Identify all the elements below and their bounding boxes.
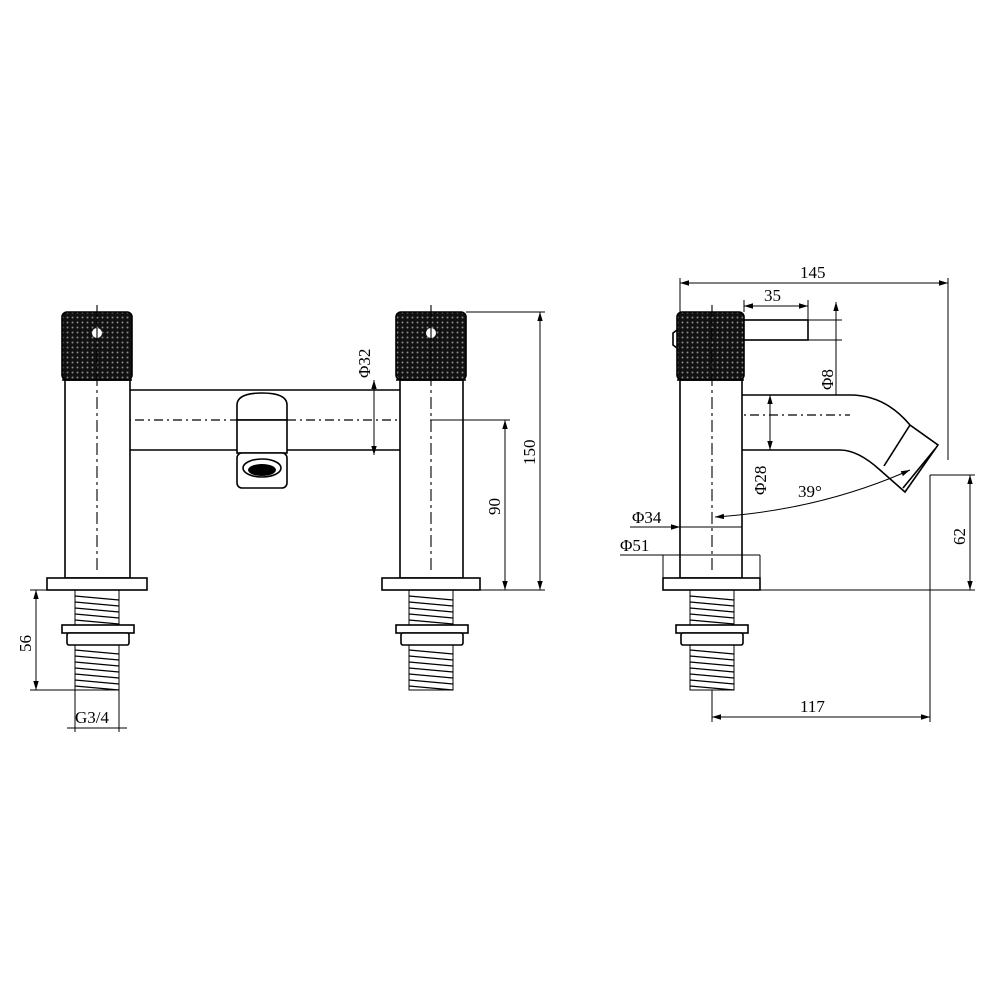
spout-outlet (236, 392, 288, 489)
dim-spout-reach: 117 (711, 475, 931, 722)
dim-spout-diameter: Φ32 (355, 349, 400, 455)
front-view: Φ32 90 150 56 G3/4 (16, 305, 545, 732)
left-thread (61, 589, 135, 691)
dim-outlet-diameter: Φ8 (808, 302, 842, 395)
dim-label-thread-length: 56 (16, 635, 35, 652)
left-column (46, 305, 148, 591)
side-thread (675, 589, 749, 691)
dim-spout-height: 90 (430, 419, 545, 591)
dim-label-base-diameter: Φ51 (620, 536, 649, 555)
side-body (662, 305, 761, 591)
dim-label-body-diameter: Φ34 (632, 508, 662, 527)
dim-spout-bore: Φ28 (751, 395, 773, 495)
dim-overall-depth: 145 (679, 263, 949, 460)
dim-label-outlet-diameter: Φ8 (818, 369, 837, 390)
dim-label-thread-size: G3/4 (75, 708, 110, 727)
dim-outlet-height: 62 (760, 474, 975, 591)
dim-label-spout-bore: Φ28 (751, 466, 770, 495)
side-view: 145 35 Φ8 Φ28 39° Φ3 (620, 263, 975, 722)
dim-label-overall-height: 150 (520, 440, 539, 466)
dim-label-spout-angle: 39° (798, 482, 822, 501)
dim-handle-depth: 35 (743, 286, 809, 340)
dim-label-handle-depth: 35 (764, 286, 781, 305)
dim-thread-size: G3/4 (67, 690, 127, 732)
dim-label-spout-diameter: Φ32 (355, 349, 374, 378)
dim-overall-height: 150 (466, 311, 545, 590)
dim-base-diameter: Φ51 (620, 536, 761, 578)
dim-label-outlet-height: 62 (950, 528, 969, 545)
dim-thread-length: 56 (16, 589, 75, 691)
dim-label-spout-reach: 117 (800, 697, 825, 716)
right-thread (395, 589, 469, 691)
right-column (381, 305, 481, 591)
side-handle-lever (743, 319, 809, 341)
dim-label-spout-height: 90 (485, 498, 504, 515)
dim-body-diameter: Φ34 (630, 508, 742, 528)
dim-label-overall-depth: 145 (800, 263, 826, 282)
side-spout (742, 394, 940, 494)
dim-spout-angle: 39° (714, 469, 911, 520)
